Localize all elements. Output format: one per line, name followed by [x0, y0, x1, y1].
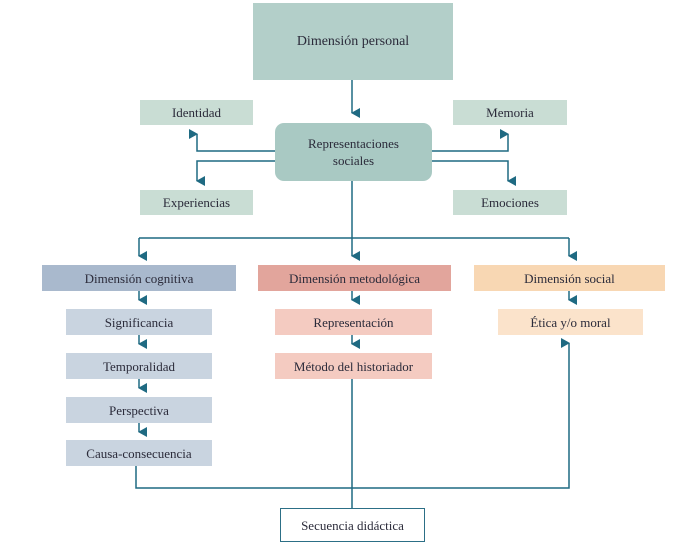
identidad-label: Identidad [171, 105, 222, 120]
etica-moral-box: Ética y/o moral [498, 309, 643, 335]
causa-consecuencia-label: Causa-consecuencia [86, 445, 192, 461]
emociones-label: Emociones [481, 195, 539, 210]
metodo-historiador-box: Método del historiador [275, 353, 432, 379]
temporalidad-label: Temporalidad [102, 358, 175, 374]
dimension-metodologica-label: Dimensión metodológica [288, 270, 421, 286]
representaciones-sociales-box: Representaciones sociales [275, 123, 432, 181]
dimension-social-box: Dimensión social [474, 265, 665, 291]
perspectiva-label: Perspectiva [109, 402, 169, 418]
secuencia-didactica-label: Secuencia didáctica [301, 517, 404, 533]
representacion-label: Representación [313, 314, 394, 330]
dimension-personal-box: Dimensión personal [253, 3, 453, 80]
dimension-metodologica-box: Dimensión metodológica [258, 265, 451, 291]
experiencias-box: Experiencias [140, 190, 253, 215]
arrow-center-to-emociones [432, 160, 516, 186]
dimension-social-label: Dimensión social [524, 270, 615, 286]
representaciones-label-line2: sociales [332, 153, 375, 168]
dimension-personal-label: Dimensión personal [296, 34, 410, 49]
representacion-box: Representación [275, 309, 432, 335]
dimension-cognitiva-label: Dimensión cognitiva [84, 270, 194, 286]
significancia-label: Significancia [104, 314, 174, 330]
arrow-center-to-experiencias [196, 160, 275, 186]
causa-consecuencia-box: Causa-consecuencia [66, 440, 212, 466]
etica-moral-label: Ética y/o moral [530, 314, 611, 330]
emociones-box: Emociones [453, 190, 567, 215]
memoria-box: Memoria [453, 100, 567, 125]
experiencias-label: Experiencias [162, 195, 231, 210]
temporalidad-box: Temporalidad [66, 353, 212, 379]
metodo-historiador-label: Método del historiador [293, 358, 414, 374]
arrow-center-to-identidad [189, 129, 275, 152]
arrow-center-to-memoria [432, 129, 509, 152]
memoria-label: Memoria [486, 105, 534, 120]
perspectiva-box: Perspectiva [66, 397, 212, 423]
significancia-box: Significancia [66, 309, 212, 335]
secuencia-didactica-box: Secuencia didáctica [280, 508, 425, 542]
representaciones-label-line1: Representaciones [308, 136, 399, 151]
identidad-box: Identidad [140, 100, 253, 125]
dimension-cognitiva-box: Dimensión cognitiva [42, 265, 236, 291]
